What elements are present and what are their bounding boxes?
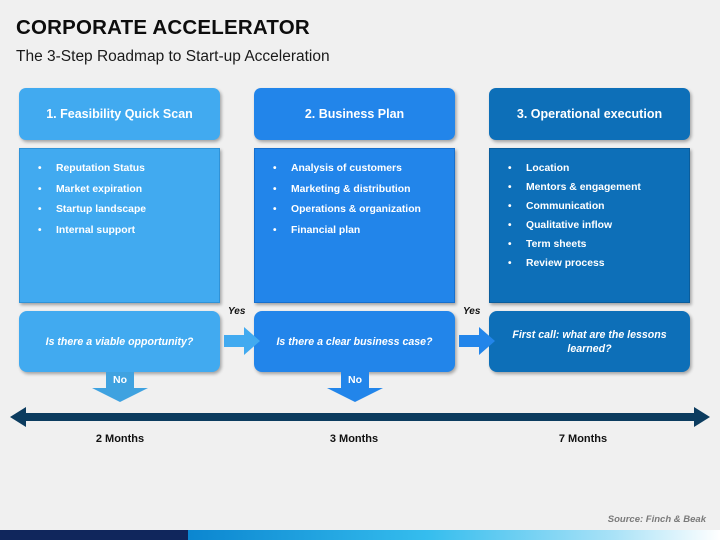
no-label: No xyxy=(113,374,127,386)
timeline-axis xyxy=(10,407,710,427)
list-item: • Financial plan xyxy=(273,224,446,238)
bullet-icon: • xyxy=(508,182,512,193)
step-header-1[interactable]: 1. Feasibility Quick Scan xyxy=(19,88,220,140)
bullet-icon: • xyxy=(38,163,42,174)
step-header-3[interactable]: 3. Operational execution xyxy=(489,88,690,140)
arrow-right-icon xyxy=(459,327,495,355)
bullet-icon: • xyxy=(508,258,512,269)
page-subtitle: The 3-Step Roadmap to Start-up Accelerat… xyxy=(16,48,330,65)
yes-label: Yes xyxy=(463,306,481,317)
list-item-label: Internal support xyxy=(56,224,136,236)
yes-label: Yes xyxy=(228,306,246,317)
list-item-label: Startup landscape xyxy=(56,204,147,215)
duration-label-3: 7 Months xyxy=(558,433,608,445)
list-item-label: Review process xyxy=(526,258,605,269)
list-item: • Marketing & distribution xyxy=(273,183,446,197)
yes-connector-1: Yes xyxy=(222,306,266,368)
list-item: • Startup landscape xyxy=(38,203,211,217)
step-column-1: 1. Feasibility Quick Scan • Reputation S… xyxy=(19,88,220,303)
yes-connector-2: Yes xyxy=(457,306,501,368)
bullet-icon: • xyxy=(38,183,42,195)
bullet-icon: • xyxy=(273,163,277,174)
decision-box-1[interactable]: Is there a viable opportunity? xyxy=(19,311,220,372)
bullet-icon: • xyxy=(508,239,512,250)
bottom-bar-gradient-segment xyxy=(188,530,720,540)
list-item-label: Mentors & engagement xyxy=(526,182,641,193)
list-item-label: Market expiration xyxy=(56,183,143,195)
list-item-label: Analysis of customers xyxy=(291,163,402,174)
list-item-label: Location xyxy=(526,163,570,174)
bullet-icon: • xyxy=(273,183,277,195)
duration-label-1: 2 Months xyxy=(95,433,145,445)
source-note: Source: Finch & Beak xyxy=(607,514,706,525)
list-item-label: Financial plan xyxy=(291,224,361,236)
list-item-label: Qualitative inflow xyxy=(526,220,613,231)
duration-label-2: 3 Months xyxy=(329,433,379,445)
page-title: CORPORATE ACCELERATOR xyxy=(16,16,310,39)
list-item: • Mentors & engagement xyxy=(508,181,681,195)
list-item-label: Reputation Status xyxy=(56,163,145,174)
no-connector-1: No xyxy=(92,372,148,402)
arrow-down-icon xyxy=(92,372,148,402)
list-item: • Internal support xyxy=(38,224,211,238)
step-header-2[interactable]: 2. Business Plan xyxy=(254,88,455,140)
step-column-2: 2. Business Plan • Analysis of customers… xyxy=(254,88,455,303)
bullet-icon: • xyxy=(508,220,512,231)
arrow-down-icon xyxy=(327,372,383,402)
bullet-icon: • xyxy=(38,224,42,236)
bullet-icon: • xyxy=(508,201,512,212)
no-connector-2: No xyxy=(327,372,383,402)
bottom-accent-bar xyxy=(0,530,720,540)
list-item: • Location xyxy=(508,162,681,176)
step-bullet-list-2: • Analysis of customers • Marketing & di… xyxy=(254,148,455,303)
list-item: • Review process xyxy=(508,257,681,271)
bullet-icon: • xyxy=(508,163,512,174)
bullet-icon: • xyxy=(273,204,277,215)
step-column-3: 3. Operational execution • Location • Me… xyxy=(489,88,690,303)
no-label: No xyxy=(348,374,362,386)
bottom-bar-navy-segment xyxy=(0,530,188,540)
decision-box-3[interactable]: First call: what are the lessons learned… xyxy=(489,311,690,372)
bullet-icon: • xyxy=(38,204,42,215)
list-item: • Analysis of customers xyxy=(273,162,446,176)
step-bullet-list-1: • Reputation Status • Market expiration … xyxy=(19,148,220,303)
list-item: • Term sheets xyxy=(508,238,681,252)
list-item: • Market expiration xyxy=(38,183,211,197)
list-item-label: Operations & organization xyxy=(291,204,421,215)
step-bullet-list-3: • Location • Mentors & engagement • Comm… xyxy=(489,148,690,303)
list-item-label: Marketing & distribution xyxy=(291,183,411,195)
list-item-label: Communication xyxy=(526,201,605,212)
arrow-right-icon xyxy=(224,327,260,355)
decision-box-2[interactable]: Is there a clear business case? xyxy=(254,311,455,372)
list-item-label: Term sheets xyxy=(526,239,587,250)
list-item: • Communication xyxy=(508,200,681,214)
list-item: • Operations & organization xyxy=(273,203,446,217)
list-item: • Reputation Status xyxy=(38,162,211,176)
list-item: • Qualitative inflow xyxy=(508,219,681,233)
bullet-icon: • xyxy=(273,224,277,236)
